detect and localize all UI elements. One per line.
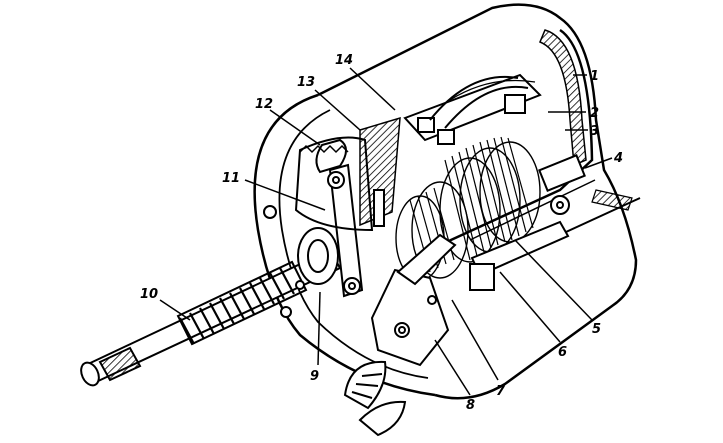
lever-pivot-bottom-inner	[348, 282, 356, 290]
shaft-tip	[80, 361, 100, 387]
fan-blades	[343, 360, 407, 437]
label-6: 6	[558, 345, 567, 360]
terminal-post-3	[504, 94, 526, 114]
label-7: 7	[496, 384, 506, 399]
label-5: 5	[592, 322, 601, 337]
label-1: 1	[590, 69, 599, 84]
worm-body	[176, 260, 308, 346]
housing-back-outline	[317, 3, 638, 400]
leader-7	[451, 299, 499, 381]
gear-sector-teeth	[299, 144, 349, 154]
shaft-spline	[98, 346, 142, 382]
label-8: 8	[466, 398, 475, 413]
winding-coil-3	[479, 141, 541, 243]
label-9: 9	[310, 369, 319, 384]
bracket-arm	[396, 233, 457, 286]
leader-13	[314, 89, 361, 131]
terminal-block	[403, 73, 542, 145]
front-plate-holes	[263, 205, 305, 318]
lever-pivot-top-inner	[332, 176, 340, 184]
leader-8	[434, 339, 471, 396]
label-12: 12	[255, 97, 273, 112]
number-labels: 1 2 3 4 5 6 7 8 9 10 11 12 13 14	[140, 53, 623, 413]
leader-10	[159, 299, 191, 321]
gear-sector	[294, 136, 374, 232]
leader-14	[349, 67, 396, 111]
housing-wall-section	[539, 29, 587, 167]
terminal-wire-1	[429, 76, 519, 121]
gear-collar	[297, 227, 339, 285]
housing-floor-section	[591, 189, 633, 211]
housing	[253, 3, 638, 400]
label-14: 14	[335, 53, 353, 68]
label-13: 13	[297, 75, 315, 90]
leader-5	[514, 239, 593, 321]
winding-turns	[409, 136, 534, 273]
terminal-wire-2	[444, 85, 529, 129]
housing-cut-edge	[439, 28, 594, 247]
terminal-post-2	[437, 129, 455, 145]
leader-9	[317, 291, 321, 366]
terminal-post-1	[417, 117, 435, 133]
lever-linkage	[315, 138, 364, 298]
leader-11	[244, 179, 326, 211]
lever-long	[328, 163, 364, 298]
leader-lines	[159, 67, 613, 396]
mounting-bracket	[370, 268, 450, 367]
label-10: 10	[140, 287, 158, 302]
label-11: 11	[222, 171, 240, 186]
end-bearing	[538, 154, 586, 215]
leader-6	[499, 271, 561, 343]
label-3: 3	[590, 124, 599, 139]
brush-plate-post	[373, 189, 385, 227]
lever-short	[315, 138, 347, 174]
winding-coil-4	[411, 181, 469, 279]
leader-12	[269, 109, 321, 146]
label-4: 4	[613, 151, 623, 166]
worm-thread	[179, 267, 295, 345]
label-2: 2	[590, 106, 599, 121]
terminal-wire-3	[449, 79, 536, 101]
leader-4	[584, 157, 613, 169]
field-core	[469, 263, 495, 291]
